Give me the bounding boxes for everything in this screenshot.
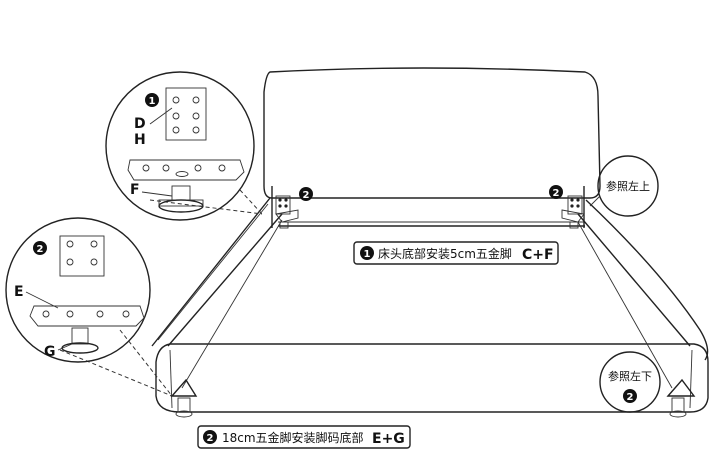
caption-foot-code: E+G bbox=[372, 431, 405, 447]
callout-head-detail: 1 D H F bbox=[105, 71, 263, 221]
label-e: E bbox=[14, 284, 24, 300]
caption-head: 1 床头底部安装5cm五金脚 C+F bbox=[353, 241, 559, 265]
top-plate bbox=[165, 87, 207, 141]
tall-leg bbox=[61, 327, 99, 354]
short-leg bbox=[158, 185, 204, 213]
footboard bbox=[155, 343, 709, 413]
head-left-bracket bbox=[275, 195, 299, 229]
leg-bracket-plate-2 bbox=[29, 305, 145, 327]
svg-text:1: 1 bbox=[364, 249, 371, 260]
leg-bracket-plate bbox=[127, 159, 245, 181]
callout-foot-detail: 2 E G bbox=[5, 217, 173, 397]
head-right-bracket bbox=[561, 195, 585, 229]
foot-left-leg bbox=[170, 378, 198, 418]
foot-right-leg bbox=[666, 378, 696, 418]
label-d: D bbox=[134, 116, 146, 132]
headboard bbox=[263, 67, 601, 199]
bed-frame bbox=[151, 67, 709, 413]
right-side-rail bbox=[585, 199, 709, 361]
caption-foot-text: 18cm五金脚安装脚码底部 bbox=[222, 430, 364, 445]
note-ref-bottom-left-text: 参照左下 bbox=[608, 369, 652, 383]
marker-head-left: 2 bbox=[299, 187, 313, 201]
callout-2-step: 2 bbox=[37, 244, 44, 255]
svg-text:2: 2 bbox=[207, 433, 214, 444]
callout-1-step: 1 bbox=[149, 96, 156, 107]
label-h: H bbox=[134, 132, 146, 148]
note-ref-bottom-left: 参照左下 2 bbox=[599, 351, 661, 413]
label-g: G bbox=[44, 344, 56, 360]
marker-head-right: 2 bbox=[549, 185, 563, 199]
label-f: F bbox=[130, 182, 140, 198]
note-ref-top-left-text: 参照左上 bbox=[606, 179, 650, 193]
top-plate-2 bbox=[59, 235, 105, 277]
left-side-rail bbox=[151, 197, 271, 347]
svg-text:2: 2 bbox=[303, 190, 310, 201]
svg-text:2: 2 bbox=[553, 188, 560, 199]
caption-head-text: 床头底部安装5cm五金脚 bbox=[378, 246, 512, 261]
marker-foot-right: 2 bbox=[627, 392, 634, 403]
caption-foot: 2 18cm五金脚安装脚码底部 E+G bbox=[197, 425, 411, 449]
caption-head-code: C+F bbox=[522, 247, 554, 263]
note-ref-top-left: 参照左上 bbox=[589, 155, 659, 217]
